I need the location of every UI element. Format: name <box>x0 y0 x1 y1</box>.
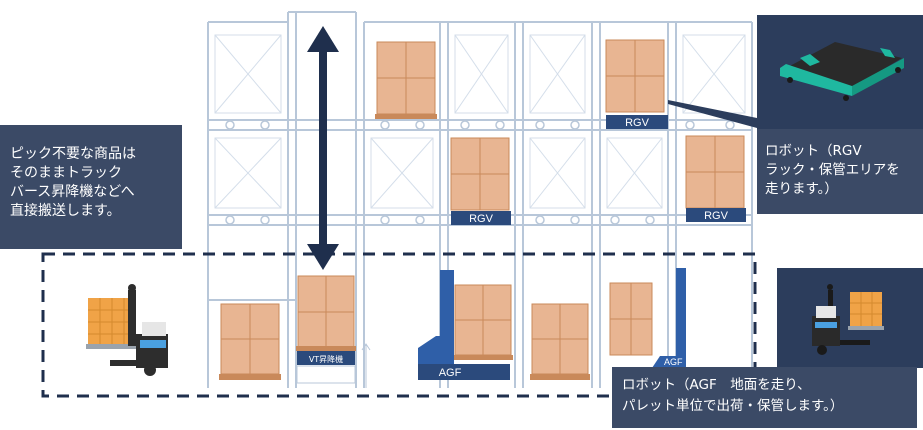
callout-line: パレット単位で出荷・保管します。） <box>622 398 844 414</box>
callout-rgv: ロボット（RGV ラック・保管エリアを 走ります。） <box>757 129 923 214</box>
callout-line: ロボット（RGV <box>765 143 862 159</box>
pallet <box>375 41 437 119</box>
agf-vehicle: AGF <box>418 270 510 380</box>
pallets <box>219 39 745 380</box>
callout-line: ラック・保管エリアを <box>765 162 900 178</box>
callout-line: 直接搬送します。 <box>10 203 121 219</box>
pallet <box>605 39 665 113</box>
pallet <box>450 137 510 211</box>
lift-label: VT昇降機 <box>309 354 343 364</box>
pallet <box>609 282 653 356</box>
callout-line: バース昇降機などへ <box>10 184 135 200</box>
rgv-robot-photo-panel <box>668 15 923 130</box>
pallet <box>530 303 590 380</box>
double-arrow-icon <box>307 26 339 270</box>
callout-line: 走ります。） <box>765 181 838 197</box>
agf-label-partial: AGF <box>664 357 683 367</box>
agf-zone-border <box>41 252 757 398</box>
pallet <box>453 284 513 360</box>
vertical-lift: VT昇降機 <box>296 343 371 388</box>
pallet <box>685 135 745 209</box>
callout-line: ピック不要な商品は <box>10 146 136 162</box>
rgv-robot-icon <box>780 42 904 101</box>
rgv-label: RGV <box>469 213 494 225</box>
pallet <box>296 275 356 351</box>
agf-vehicle-partial: AGF <box>652 268 686 368</box>
rgv-label: RGV <box>625 117 650 129</box>
forklift-robot-icon <box>86 284 168 376</box>
agf-label: AGF <box>439 367 462 379</box>
rgv-label: RGV <box>704 210 729 222</box>
callout-agf: ロボット（AGF 地面を走り、 パレット単位で出荷・保管します。） <box>612 367 917 428</box>
rack-structure <box>207 11 753 388</box>
pallet <box>219 303 281 380</box>
rgv-plate-top: RGV <box>606 115 668 129</box>
callout-line: そのままトラック <box>10 165 122 181</box>
callout-line: ロボット（AGF 地面を走り、 <box>622 377 811 393</box>
rgv-plate-mid2: RGV <box>686 208 746 222</box>
rgv-plate-mid1: RGV <box>451 211 511 225</box>
agf-robot-photo-panel <box>777 268 923 368</box>
callout-direct-transport: ピック不要な商品は そのままトラック バース昇降機などへ 直接搬送します。 <box>0 125 182 249</box>
agf-robot-icon <box>812 284 884 355</box>
